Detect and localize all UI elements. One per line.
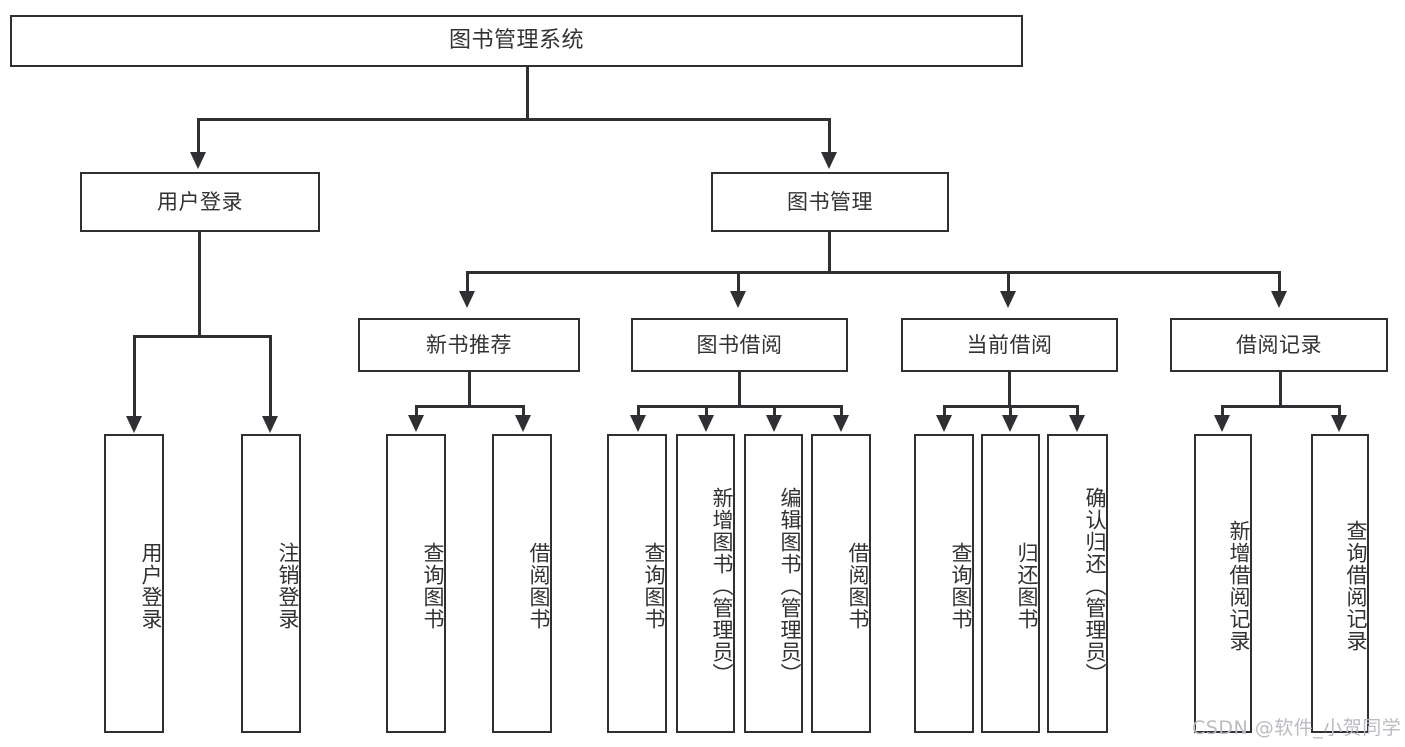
node-label: 归还图书 <box>1015 541 1039 630</box>
connector-current-borrow-drop-1 <box>943 405 946 417</box>
node-leaf-borrow-book-1[interactable]: 借阅图书 <box>492 434 552 733</box>
node-label: 借阅图书 <box>527 541 551 630</box>
node-label: 图书管理系统 <box>448 28 584 54</box>
node-label: 用户登录 <box>157 189 243 214</box>
arrow-leaf-return-book <box>1002 415 1018 432</box>
node-label: 当前借阅 <box>966 332 1053 357</box>
node-label: 查询图书 <box>642 541 666 630</box>
connector-user-login-bus <box>133 335 271 338</box>
arrow-to-borrow-record <box>1271 291 1287 308</box>
node-label: 新增借阅记录 <box>1227 519 1251 652</box>
connector-new-book-bus <box>415 405 525 408</box>
arrow-leaf-edit-book <box>766 415 782 432</box>
connector-book-borrow-drop-1 <box>637 405 640 417</box>
arrow-leaf-user-login <box>126 416 142 433</box>
node-leaf-borrow-book-2[interactable]: 借阅图书 <box>811 434 871 733</box>
connector-book-borrow-drop-4 <box>840 405 843 417</box>
csdn-watermark: CSDN @软件_小贺同学 <box>1192 717 1402 739</box>
connector-current-borrow-drop-2 <box>1009 405 1012 417</box>
node-leaf-add-book[interactable]: 新增图书（管理员） <box>676 434 735 733</box>
node-label: 查询图书 <box>949 541 973 630</box>
connector-borrow-record-drop-1 <box>1221 405 1224 417</box>
arrow-leaf-query-record <box>1331 415 1347 432</box>
node-label: 编辑图书（管理员） <box>778 486 802 685</box>
arrow-to-current-borrow <box>1000 291 1016 308</box>
node-leaf-return-book[interactable]: 归还图书 <box>981 434 1040 733</box>
node-label: 查询图书 <box>421 541 445 630</box>
arrow-leaf-query-book-3 <box>936 415 952 432</box>
node-label: 新书推荐 <box>426 332 512 357</box>
connector-borrow-record-drop-2 <box>1338 405 1341 417</box>
connector-current-borrow-stem <box>1008 372 1011 407</box>
node-label: 图书管理 <box>787 189 873 214</box>
connector-new-book-drop-2 <box>522 405 525 417</box>
node-label: 注销登录 <box>276 541 300 630</box>
node-label: 查询借阅记录 <box>1344 519 1368 652</box>
node-book-management[interactable]: 图书管理 <box>711 172 949 232</box>
connector-to-book-borrow <box>737 271 740 293</box>
connector-user-login-drop-2 <box>269 335 272 418</box>
connector-book-borrow-bus <box>637 405 843 408</box>
node-label: 新增图书（管理员） <box>710 486 734 685</box>
arrow-leaf-query-book-1 <box>408 415 424 432</box>
arrow-to-new-book-recommend <box>459 291 475 308</box>
node-book-borrow[interactable]: 图书借阅 <box>631 318 848 372</box>
arrow-leaf-borrow-book-2 <box>833 415 849 432</box>
node-user-login[interactable]: 用户登录 <box>80 172 320 232</box>
node-current-borrow[interactable]: 当前借阅 <box>901 318 1118 372</box>
node-leaf-user-logout[interactable]: 注销登录 <box>241 434 301 733</box>
node-leaf-add-record[interactable]: 新增借阅记录 <box>1194 434 1252 733</box>
arrow-to-book-borrow <box>730 291 746 308</box>
node-leaf-edit-book[interactable]: 编辑图书（管理员） <box>744 434 803 733</box>
node-label: 确认归还（管理员） <box>1083 486 1107 685</box>
node-leaf-query-record[interactable]: 查询借阅记录 <box>1311 434 1369 733</box>
node-label: 用户登录 <box>139 541 163 630</box>
node-leaf-user-login[interactable]: 用户登录 <box>104 434 164 733</box>
arrow-leaf-confirm-return <box>1069 415 1085 432</box>
node-root-system[interactable]: 图书管理系统 <box>10 15 1023 67</box>
connector-to-new-book-recommend <box>466 271 469 293</box>
connector-to-user-login <box>197 118 200 154</box>
connector-level2-bus <box>466 271 1278 274</box>
node-leaf-query-book-1[interactable]: 查询图书 <box>386 434 446 733</box>
node-label: 图书借阅 <box>696 332 783 357</box>
arrow-to-book-management <box>821 152 837 169</box>
arrow-leaf-query-book-2 <box>630 415 646 432</box>
connector-level1-bus <box>197 118 831 121</box>
connector-new-book-stem <box>468 372 471 407</box>
connector-borrow-record-stem <box>1279 372 1282 407</box>
connector-borrow-record-bus <box>1221 405 1341 408</box>
arrow-leaf-add-record <box>1214 415 1230 432</box>
connector-current-borrow-drop-3 <box>1076 405 1079 417</box>
connector-user-login-drop-1 <box>133 335 136 418</box>
connector-book-management-stem <box>828 232 831 273</box>
node-leaf-query-book-2[interactable]: 查询图书 <box>607 434 667 733</box>
connector-book-borrow-drop-3 <box>773 405 776 417</box>
node-label: 借阅记录 <box>1236 332 1322 357</box>
node-leaf-query-book-3[interactable]: 查询图书 <box>914 434 974 733</box>
arrow-leaf-user-logout <box>262 416 278 433</box>
node-label: 借阅图书 <box>846 541 870 630</box>
arrow-leaf-borrow-book-1 <box>515 415 531 432</box>
node-new-book-recommend[interactable]: 新书推荐 <box>358 318 580 372</box>
connector-root-stem <box>526 67 529 118</box>
connector-book-borrow-stem <box>738 372 741 407</box>
connector-new-book-drop-1 <box>415 405 418 417</box>
arrow-leaf-add-book <box>698 415 714 432</box>
connector-to-borrow-record <box>1278 271 1281 293</box>
connector-user-login-stem <box>198 232 201 335</box>
node-borrow-record[interactable]: 借阅记录 <box>1170 318 1388 372</box>
node-leaf-confirm-return[interactable]: 确认归还（管理员） <box>1047 434 1108 733</box>
connector-to-current-borrow <box>1007 271 1010 293</box>
connector-to-book-management <box>828 118 831 154</box>
arrow-to-user-login <box>190 152 206 169</box>
connector-book-borrow-drop-2 <box>705 405 708 417</box>
